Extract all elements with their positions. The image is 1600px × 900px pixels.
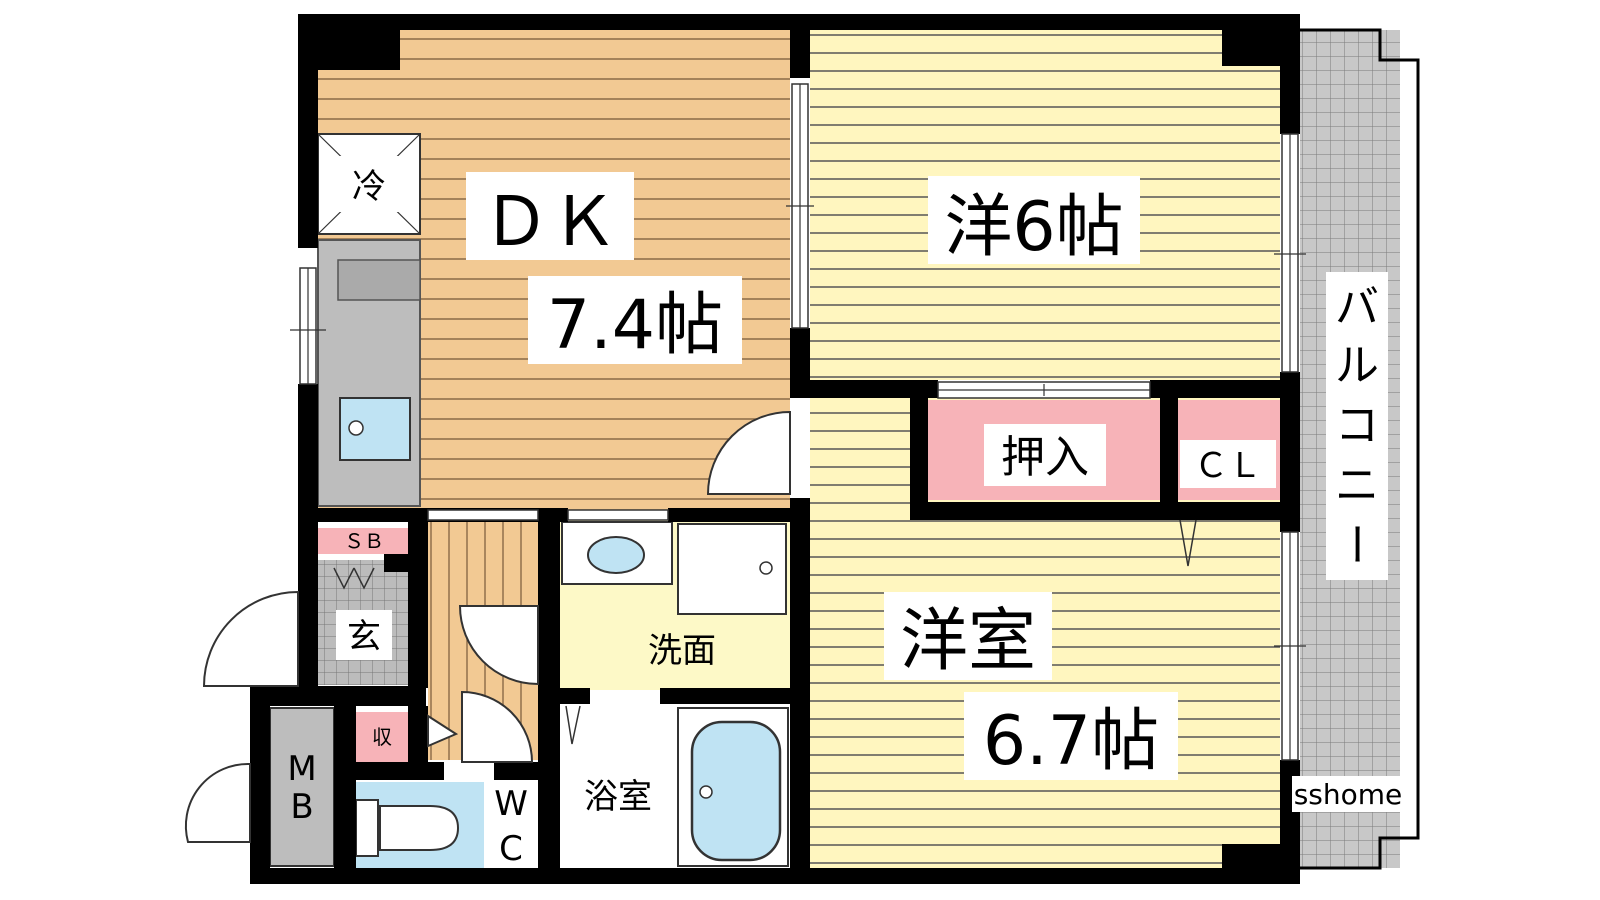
walls	[250, 14, 1300, 884]
washroom-label: 洗面	[648, 631, 716, 671]
meter-m-label: M	[287, 749, 316, 789]
dk-name-label: ＤＫ	[482, 183, 618, 262]
balcony-char-1: バ	[1335, 282, 1379, 333]
balcony-railing	[1300, 28, 1420, 870]
western2-size-label: 6.7帖	[983, 702, 1159, 781]
storage-label: 収	[372, 725, 392, 749]
sink-drain-icon	[348, 420, 364, 436]
watermark: sshome	[1294, 778, 1403, 811]
balcony-char-3: コ	[1335, 400, 1379, 451]
cl-label: ＣＬ	[1194, 446, 1262, 486]
toilet-w-label: W	[494, 784, 528, 824]
western1-label: 洋6帖	[944, 188, 1123, 267]
balcony-char-5: ー	[1330, 522, 1381, 566]
door-swings	[184, 410, 791, 843]
toilet-bowl	[379, 805, 460, 851]
toilet-c-label: C	[499, 829, 523, 869]
balcony-char-2: ル	[1335, 340, 1379, 391]
shoe-box	[318, 528, 408, 554]
entrance-label: 玄	[347, 617, 381, 657]
bathtub-drain-icon	[699, 785, 713, 799]
dk-size-label: 7.4帖	[547, 286, 723, 365]
meter-b-label: B	[290, 787, 313, 827]
storage-box	[356, 712, 408, 762]
oshiire-label: 押入	[1001, 432, 1089, 483]
bathtub	[690, 720, 782, 862]
fridge-label: 冷	[352, 167, 386, 207]
meter-box	[269, 707, 335, 867]
drain-icon	[759, 561, 773, 575]
bathroom-label: 浴室	[584, 777, 652, 817]
western2-name-label: 洋室	[900, 602, 1036, 681]
kitchen-hood	[337, 259, 421, 301]
shoe-box-label: ＳＢ	[344, 529, 384, 553]
wash-basin-icon	[587, 536, 645, 574]
toilet-tank	[355, 799, 379, 857]
balcony-char-4: ニ	[1335, 460, 1379, 511]
